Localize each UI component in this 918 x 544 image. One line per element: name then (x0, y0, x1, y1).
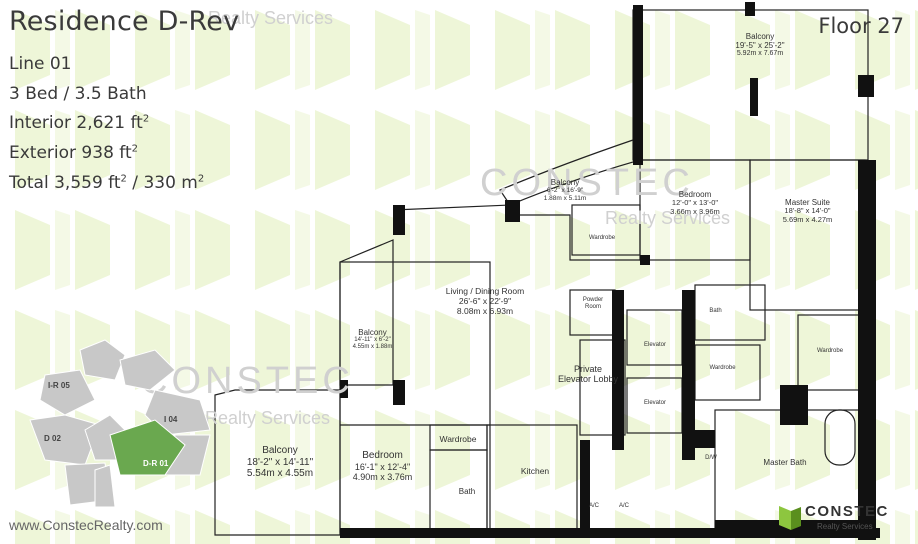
room-dim-m: 8.08m x 6.93m (456, 305, 514, 316)
label-powder: Powder (582, 297, 604, 303)
interior-spec: Interior 2,621 ft2 (9, 113, 149, 133)
label-ac-2: A/C (618, 503, 629, 509)
interior-unit-exp: 2 (142, 113, 150, 125)
constec-logo: CONSTEC Realty Services (777, 500, 912, 536)
room-dim-ft: 19'-5" x 25'-2" (735, 41, 785, 51)
keyplan-unit-i04: I 04 (164, 415, 178, 424)
keyplan-unit-d02: D 02 (44, 434, 61, 443)
logo-mark-icon (779, 506, 801, 530)
exterior-unit-exp: 2 (131, 143, 139, 155)
bed-bath-spec: 3 Bed / 3.5 Bath (9, 84, 147, 104)
room-name: Bedroom (678, 190, 712, 199)
label-bath-lower: Bath (458, 487, 476, 496)
room-dim-ft: 6'-2" x 16'-9" (546, 187, 584, 195)
keyplan-unit-ir05: I-R 05 (48, 381, 70, 390)
website-link[interactable]: www.ConstecRealty.com (9, 517, 163, 533)
total-spec: Total 3,559 ft2 / 330 m2 (9, 173, 204, 193)
room-name: Balcony (550, 178, 580, 187)
room-dim-m: 1.88m x 5.11m (543, 194, 587, 202)
logo-brand: CONSTEC (805, 503, 889, 520)
total-m-exp: 2 (197, 173, 205, 185)
room-dim-m: 5.69m x 4.27m (782, 214, 833, 224)
label-elevator-lobby: Elevator Lobby (557, 374, 619, 385)
room-balcony-side: Balcony 14'-11" x 6'-2" 4.55m x 1.88m (345, 328, 400, 351)
room-bedroom-upper: Bedroom 12'-0" x 13'-0" 3.66m x 3.96m (640, 190, 750, 216)
watermark-sub-left: Realty Services (205, 408, 331, 428)
room-dim-m: 5.54m x 4.55m (246, 468, 314, 479)
line-spec: Line 01 (9, 54, 72, 74)
total-area-m: / 330 m (126, 173, 198, 193)
room-bedroom-lower: Bedroom 16'-1" x 12'-4" 4.90m x 3.76m (340, 450, 425, 482)
room-name: Master Suite (785, 198, 830, 207)
label-kitchen: Kitchen (520, 466, 550, 476)
room-dim-ft: 26'-6" x 22'-9" (458, 295, 512, 306)
label-bath-upper: Bath (709, 308, 722, 314)
floor-label: Floor 27 (818, 14, 904, 38)
room-dim-ft: 18'-2" x 14'-11" (246, 456, 314, 468)
watermark-sub-top: Realty Services (208, 8, 334, 28)
room-name: Balcony (262, 445, 298, 456)
room-dim-m: 3.66m x 3.96m (670, 206, 720, 216)
key-plan (29, 339, 211, 508)
total-area-ft: Total 3,559 ft (9, 173, 121, 193)
label-wardrobe-mid: Wardrobe (709, 365, 736, 371)
label-room: Room (584, 304, 601, 311)
label-wardrobe-upper: Wardrobe (588, 235, 616, 241)
room-living-dining: Living / Dining Room 26'-6" x 22'-9" 8.0… (430, 286, 540, 316)
label-wardrobe-lower: Wardrobe (439, 434, 477, 444)
room-dim-m: 5.92m x 7.67m (736, 50, 784, 58)
room-name: Living / Dining Room (445, 286, 525, 296)
room-dim-ft: 18'-8" x 14'-0" (784, 206, 831, 216)
room-dim-m: 4.90m x 3.76m (352, 471, 413, 482)
label-dw: D/W (705, 455, 717, 461)
watermark-brand: CONSTEC (480, 162, 694, 204)
label-ac-1: A/C (588, 503, 599, 509)
room-balcony-small: Balcony 6'-2" x 16'-9" 1.88m x 5.11m (510, 178, 620, 202)
label-elevator-1: Elevator (643, 342, 666, 348)
watermark-sub: Realty Services (605, 208, 731, 228)
room-dim-ft: 14'-11" x 6'-2" (354, 337, 391, 344)
label-private: Private (573, 364, 602, 374)
room-name: Bedroom (362, 450, 403, 461)
logo-sub: Realty Services (817, 522, 873, 531)
room-balcony-top: Balcony 19'-5" x 25'-2" 5.92m x 7.67m (690, 32, 830, 58)
room-dim-ft: 12'-0" x 13'-0" (671, 198, 719, 208)
label-master-bath: Master Bath (763, 458, 807, 467)
label-wardrobe-right: Wardrobe (816, 348, 844, 354)
interior-area: Interior 2,621 ft (9, 113, 143, 133)
residence-title: Residence D-Rev (9, 6, 240, 37)
room-master-suite: Master Suite 18'-8" x 14'-0" 5.69m x 4.2… (755, 198, 860, 224)
room-name: Balcony (358, 328, 387, 337)
total-ft-exp: 2 (120, 173, 127, 185)
room-dim-ft: 16'-1" x 12'-4" (354, 461, 411, 472)
exterior-spec: Exterior 938 ft2 (9, 143, 138, 163)
keyplan-unit-dr01: D-R 01 (143, 459, 169, 468)
exterior-area: Exterior 938 ft (9, 143, 132, 163)
label-elevator-2: Elevator (643, 400, 666, 406)
room-balcony-large: Balcony 18'-2" x 14'-11" 5.54m x 4.55m (225, 445, 335, 480)
room-name: Balcony (745, 32, 775, 41)
room-dim-m: 4.55m x 1.88m (352, 344, 393, 351)
